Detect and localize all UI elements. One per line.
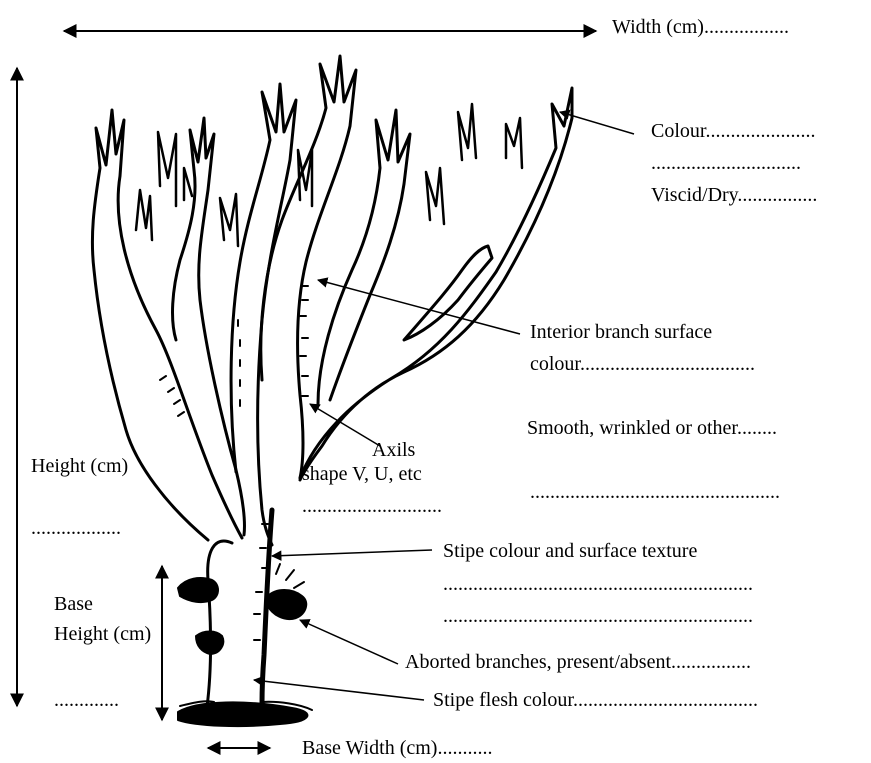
width-label: Width (cm)................. <box>612 17 789 37</box>
aborted-branches <box>178 564 306 654</box>
interior-leader <box>318 280 520 334</box>
colour-label: Colour...................... <box>651 121 815 141</box>
colour-continuation: .............................. <box>651 153 801 173</box>
stipe-texture-label: Stipe colour and surface texture <box>443 541 697 561</box>
height-dotted-line: .................. <box>31 518 121 538</box>
stipe-dotted-line-1: ........................................… <box>443 574 753 594</box>
axils-dotted-line: ............................ <box>302 496 442 516</box>
axils-shape-label: shape V, U, etc <box>302 464 422 484</box>
stipe-outline-left <box>207 541 232 707</box>
axils-label: Axils <box>372 440 415 460</box>
center-right-branch <box>261 56 356 478</box>
right-inner-loop <box>404 246 492 340</box>
interior-colour-label: colour..................................… <box>530 354 755 374</box>
smooth-dotted-line: ........................................… <box>530 482 780 502</box>
stipe-flesh-label: Stipe flesh colour......................… <box>433 690 758 710</box>
stipe-dotted-line-2: ........................................… <box>443 606 753 626</box>
base-dotted-line: ............. <box>54 690 119 710</box>
base-label: Base <box>54 594 93 614</box>
smooth-wrinkled-label: Smooth, wrinkled or other........ <box>527 418 777 438</box>
right-upper-branch <box>318 110 410 404</box>
aborted-branches-label: Aborted branches, present/absent........… <box>405 652 751 672</box>
base-height-label: Height (cm) <box>54 624 151 644</box>
viscid-dry-label: Viscid/Dry................ <box>651 185 817 205</box>
aborted-leader <box>300 620 398 664</box>
height-label: Height (cm) <box>31 456 128 476</box>
base-width-label: Base Width (cm)........... <box>302 738 492 758</box>
interior-branch-label: Interior branch surface <box>530 322 712 342</box>
stipe-base <box>178 702 307 726</box>
stipe-texture-leader <box>272 550 432 556</box>
flesh-leader <box>254 680 424 700</box>
